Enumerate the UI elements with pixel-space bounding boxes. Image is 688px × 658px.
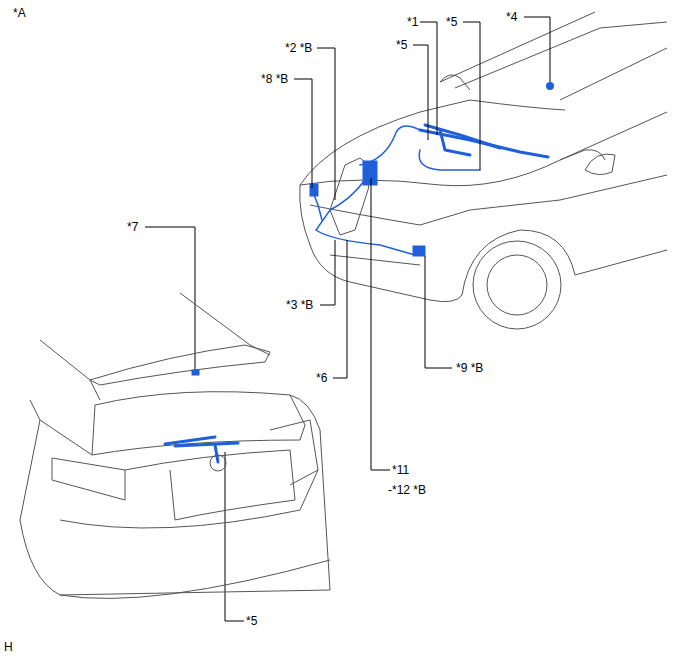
callout-number: *5 xyxy=(445,15,458,29)
callout-number: *11 xyxy=(391,463,410,477)
harness xyxy=(419,150,480,170)
body-outline xyxy=(30,400,92,455)
body-outline xyxy=(455,22,667,88)
leader-lines xyxy=(145,17,550,621)
callout-number: H xyxy=(3,640,14,654)
callout-number: -*12 *B xyxy=(387,483,427,497)
harness xyxy=(175,443,238,446)
wire-harness xyxy=(165,371,238,462)
callout-number: *9 *B xyxy=(455,361,484,375)
front-vehicle xyxy=(300,12,667,329)
leader-line xyxy=(524,17,550,82)
body-outline xyxy=(125,450,295,520)
module xyxy=(364,162,376,184)
body-outline xyxy=(60,560,330,598)
callout-number: *A xyxy=(12,6,27,20)
body-outline xyxy=(330,255,420,265)
leader-line xyxy=(294,79,312,188)
harness xyxy=(316,180,415,255)
leader-line xyxy=(333,240,347,378)
rear-vehicle xyxy=(20,293,330,598)
callout-number: *3 *B xyxy=(285,298,314,312)
callout-number: *4 xyxy=(505,10,518,24)
body-outline xyxy=(560,150,605,160)
mirror xyxy=(585,154,615,175)
harness xyxy=(165,437,215,444)
callout-number: *1 xyxy=(406,15,419,29)
callout-number: *8 *B xyxy=(260,72,289,86)
body-outline xyxy=(92,405,305,455)
leader-line xyxy=(225,452,244,621)
body-outline xyxy=(462,230,667,295)
harness xyxy=(425,125,500,148)
harness xyxy=(215,445,218,462)
wheel xyxy=(487,255,547,315)
harness xyxy=(440,130,470,155)
body-outline xyxy=(440,75,470,90)
body-outline xyxy=(60,470,318,528)
sensor xyxy=(414,247,424,255)
body-outline xyxy=(560,48,667,100)
leader-line xyxy=(425,256,452,368)
body-outline xyxy=(40,340,100,400)
leader-line xyxy=(320,240,335,305)
body-outline xyxy=(470,175,667,210)
body-outline xyxy=(180,293,270,355)
body-outline xyxy=(270,420,318,485)
callout-number: *5 xyxy=(245,614,258,628)
sensor xyxy=(193,371,198,374)
callout-number: *6 xyxy=(315,371,328,385)
callout-number: *5 xyxy=(395,38,408,52)
body-outline xyxy=(300,112,667,186)
wheel xyxy=(473,241,561,329)
body-outline xyxy=(52,458,125,500)
body-outline xyxy=(300,185,462,302)
body-outline xyxy=(20,420,330,595)
body-outline xyxy=(90,345,270,385)
body-outline xyxy=(300,100,565,185)
leader-line xyxy=(371,178,390,470)
wire-harness xyxy=(311,84,553,256)
body-outline xyxy=(95,392,305,425)
body-outline xyxy=(290,395,330,590)
leader-line xyxy=(463,22,480,170)
callout-number: *2 *B xyxy=(284,41,313,55)
harness xyxy=(360,126,420,165)
leader-line xyxy=(413,45,428,140)
sensor xyxy=(548,84,553,89)
callout-number: *7 xyxy=(126,220,139,234)
leader-line xyxy=(317,48,335,200)
